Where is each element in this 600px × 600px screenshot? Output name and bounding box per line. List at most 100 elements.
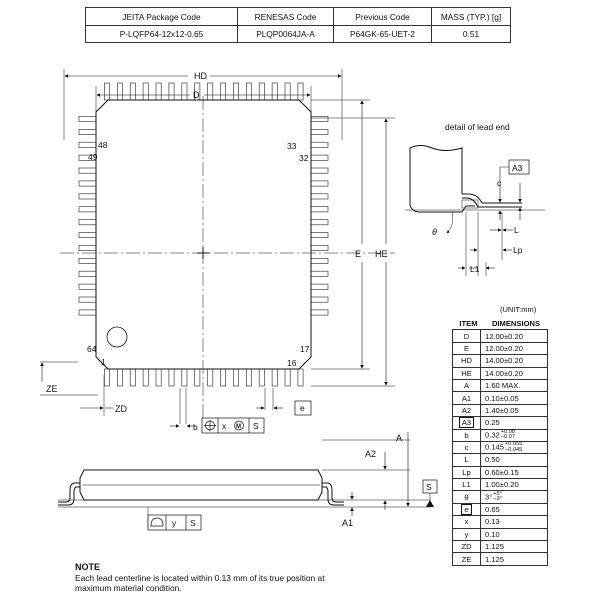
lead (117, 368, 123, 387)
lead (129, 368, 136, 387)
lead (310, 206, 329, 213)
pin-number-label: 32 (299, 153, 309, 163)
profile-symbol-icon (150, 517, 164, 527)
dim-label-pitch-e: e (300, 403, 305, 413)
pin-number-label: 1 (101, 357, 106, 367)
side-view: A A2 A1 S y S (58, 432, 438, 531)
lead-detail-title: detail of lead end (445, 122, 510, 132)
lead (271, 82, 278, 101)
lead (246, 368, 252, 387)
pin-number-label: 16 (287, 358, 297, 368)
dimension-item: ZE (452, 552, 481, 566)
dimension-value: 1.125 (480, 540, 548, 554)
dimension-value: 0.10 (480, 527, 548, 542)
frame-value-y: y (172, 518, 177, 528)
dimension-item: A2 (452, 403, 481, 418)
dimension-value: 0.10±0.05 (480, 391, 548, 405)
side-label-a2: A2 (365, 449, 376, 459)
value-cell: PLQP0064JA-A (237, 25, 334, 43)
lead (78, 129, 97, 135)
package-body (95, 99, 312, 370)
lead (284, 82, 291, 101)
dim-label-b: b (193, 422, 198, 432)
dimensions-header-row: ITEM DIMENSIONS (453, 318, 548, 330)
dim-label-e: E (355, 249, 361, 259)
lead (78, 270, 97, 277)
note-text: Each lead centerline is located within 0… (75, 573, 325, 593)
lead (233, 368, 239, 387)
lead (310, 154, 329, 161)
lead (220, 368, 226, 387)
frame-value-x: x (222, 421, 227, 431)
lead (310, 232, 329, 238)
lead (207, 368, 214, 387)
lead-label-l1: L1 (470, 264, 480, 274)
dimension-value: 1.40±0.05 (480, 403, 548, 418)
lead (168, 368, 175, 387)
side-datum-s: S (426, 482, 432, 492)
top-view: 48 33 49 32 64 17 1 16 HD D E HE (40, 69, 395, 434)
lead (271, 368, 278, 387)
dimension-item: ZD (452, 540, 481, 554)
dimension-value: 1.60 MAX. (480, 378, 548, 393)
side-label-a1: A1 (342, 518, 353, 528)
pin-number-label: 17 (300, 344, 310, 354)
lead (310, 245, 329, 251)
dimension-value: 12.00±0.20 (480, 341, 548, 356)
lead (104, 82, 110, 101)
lead (181, 82, 188, 101)
dimension-item: E (452, 341, 481, 356)
dimension-item: HE (452, 366, 481, 380)
lead (78, 180, 97, 187)
lead (310, 129, 329, 135)
dim-label-ze: ZE (46, 384, 58, 394)
dimension-item: A1 (452, 391, 481, 405)
lead (155, 82, 162, 101)
lead (310, 296, 329, 303)
lead-label-l: L (514, 225, 519, 235)
lead-label-lp: Lp (513, 245, 523, 255)
lead (310, 283, 329, 290)
lead (310, 309, 329, 316)
lead (142, 82, 149, 101)
lead (297, 82, 304, 101)
lead (297, 368, 304, 387)
lead (194, 368, 201, 387)
lead-array (78, 82, 329, 387)
lead (78, 193, 97, 200)
lead (78, 283, 97, 290)
frame-datum-s: S (190, 518, 196, 528)
lead-label-theta: θ (432, 227, 437, 237)
dimension-value: 0.25 (480, 416, 548, 430)
dim-label-zd: ZD (115, 404, 127, 414)
lead (104, 368, 110, 387)
lead (181, 368, 188, 387)
lead (155, 368, 162, 387)
lead (310, 116, 329, 122)
lead-label-c: c (497, 178, 502, 188)
side-label-a: A (396, 433, 402, 443)
lead (310, 167, 329, 174)
lead (310, 180, 329, 187)
dimension-value: 0.50 (480, 453, 548, 467)
dimension-item: Lp (452, 465, 481, 480)
svg-text:M: M (236, 424, 241, 430)
dimension-item: e (452, 502, 481, 517)
lead (310, 193, 329, 200)
dimension-value: 14.00±0.20 (480, 354, 548, 368)
dimension-value: 12.00±0.20 (480, 329, 548, 343)
dimension-item: b (452, 428, 481, 442)
lead (78, 116, 97, 122)
package-code-header-row: JEITA Package Code RENESAS Code Previous… (85, 7, 511, 26)
lead-detail: detail of lead end A3 c θ L Lp (405, 122, 545, 276)
